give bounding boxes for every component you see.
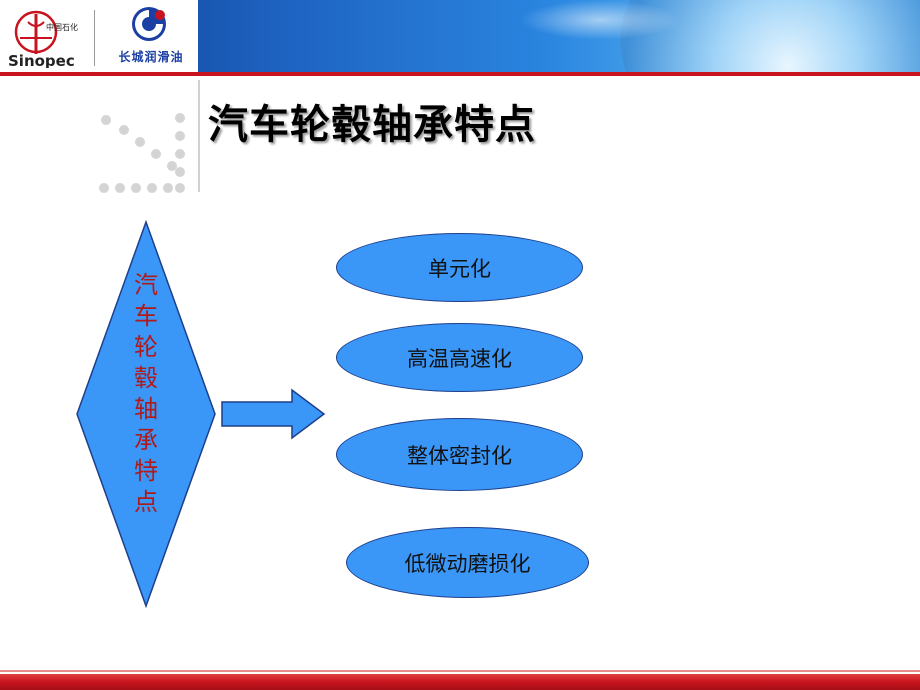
logo-area: Sinopec 中国石化 长城润滑油 (0, 0, 198, 72)
sinopec-logo: Sinopec 中国石化 (8, 10, 78, 68)
sinopec-chinese-text: 中国石化 (46, 22, 78, 32)
feature-label: 低微动磨损化 (404, 551, 531, 576)
logo-divider (94, 10, 95, 66)
feature-ellipse-low-fretting: 低微动磨损化 (346, 527, 589, 598)
slide-footer-bar (0, 674, 920, 690)
great-wall-logo-icon (132, 7, 166, 41)
sinopec-logo-text: Sinopec (8, 52, 75, 68)
feature-label: 单元化 (428, 256, 491, 281)
diamond-char: 汽 (134, 271, 158, 299)
brand-name: 长城润滑油 (118, 50, 184, 64)
diamond-shape (76, 220, 216, 608)
diamond-char: 轮 (134, 333, 158, 361)
diamond-char: 车 (134, 302, 158, 330)
feature-ellipse-integral-seal: 整体密封化 (336, 418, 583, 491)
footer-rule (0, 670, 920, 672)
diamond-char: 轴 (134, 395, 158, 423)
feature-ellipse-unitization: 单元化 (336, 233, 583, 302)
right-arrow-icon (221, 388, 326, 440)
diamond-char: 特 (134, 457, 158, 485)
diamond-char: 毂 (134, 364, 158, 392)
decorative-dots (99, 113, 185, 193)
title-rule (198, 80, 200, 192)
diamond-char: 点 (134, 488, 158, 516)
header-rule (0, 72, 920, 76)
diamond-label: 汽 车 轮 毂 轴 承 特 点 (120, 270, 172, 518)
feature-label: 整体密封化 (407, 443, 512, 468)
feature-ellipse-high-temp-speed: 高温高速化 (336, 323, 583, 392)
feature-label: 高温高速化 (407, 346, 512, 371)
diamond-char: 承 (134, 426, 158, 454)
light-glow (520, 0, 680, 40)
slide-title: 汽车轮毂轴承特点 (208, 102, 536, 148)
